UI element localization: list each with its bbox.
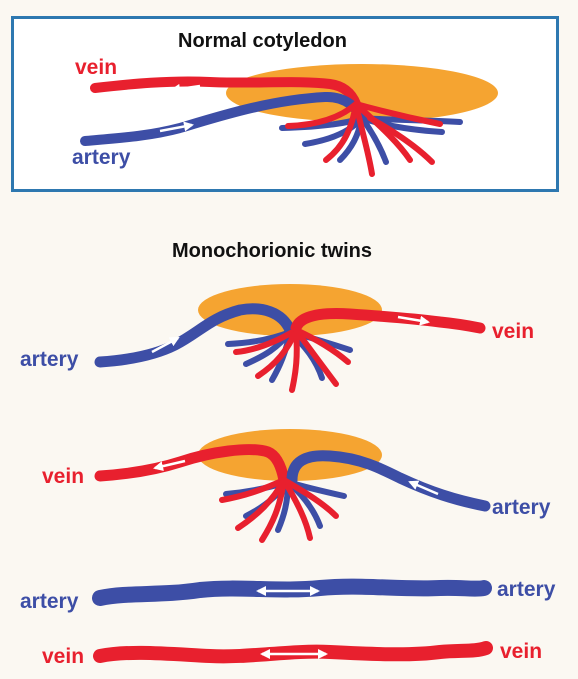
artery-label: artery <box>20 348 78 372</box>
normal-cotyledon-title: Normal cotyledon <box>178 30 347 53</box>
artery-vessel <box>100 587 484 598</box>
vein-label: vein <box>492 320 534 344</box>
artery-label: artery <box>497 578 555 602</box>
artery-label: artery <box>20 590 78 614</box>
artery-label: artery <box>492 496 550 520</box>
artery-artery-anastomosis <box>100 587 484 598</box>
capillary-tree <box>222 480 344 540</box>
normal-cotyledon-diagram <box>85 64 498 174</box>
vein-label: vein <box>42 645 84 669</box>
artery-label: artery <box>72 146 130 170</box>
twin-anastomosis-a <box>100 284 480 390</box>
twin-anastomosis-b <box>100 429 485 540</box>
vein-label: vein <box>500 640 542 664</box>
monochorionic-twins-title: Monochorionic twins <box>172 240 372 263</box>
vein-vein-anastomosis <box>100 648 486 656</box>
capillary-tree <box>228 330 350 390</box>
vein-label: vein <box>75 56 117 80</box>
vein-label: vein <box>42 465 84 489</box>
